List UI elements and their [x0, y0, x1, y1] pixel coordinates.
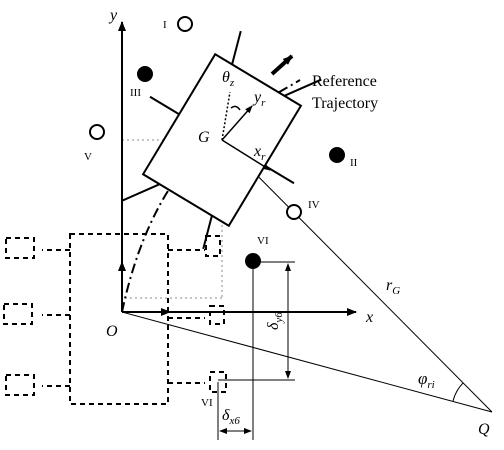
- reference-robot-body: [3, 233, 227, 405]
- reference-label-line2: Trajectory: [312, 95, 378, 112]
- delta-dimensions: [217, 261, 295, 440]
- point-q-label: Q: [478, 421, 490, 438]
- wheel-5: [89, 124, 105, 140]
- wheel-5-label: V: [84, 151, 92, 163]
- theta-label: θz: [222, 69, 235, 89]
- wheel-2-label: II: [350, 157, 358, 169]
- radius-lines: [121, 139, 493, 413]
- phi-label: φri: [418, 369, 435, 391]
- phi-angle-arc: [452, 382, 464, 402]
- xr-label: xr: [253, 143, 266, 163]
- wheel-3-label: III: [130, 87, 141, 99]
- wheel-4: [286, 204, 302, 220]
- origin-label: O: [106, 323, 118, 340]
- delta-y6-label: δy6: [265, 312, 285, 330]
- reference-label-line1: Reference: [312, 73, 377, 90]
- yr-arrow: [221, 105, 253, 141]
- coordinate-axes: [118, 21, 357, 316]
- wheel-6-ref-label: VI: [201, 397, 213, 409]
- center-g-label: G: [198, 129, 210, 146]
- wheel-3: [137, 66, 153, 82]
- wheel-2: [329, 147, 345, 163]
- yr-label: yr: [252, 89, 266, 109]
- wheel-1: [177, 16, 193, 32]
- wheel-1-label: I: [163, 19, 167, 31]
- local-frame: [221, 91, 271, 171]
- xr-arrow: [221, 139, 271, 171]
- x-axis-label: x: [365, 309, 373, 326]
- robot-wheels: [89, 16, 345, 269]
- y-axis-label: y: [108, 7, 118, 24]
- delta-x6-label: δx6: [222, 407, 240, 427]
- trajectory-direction-arrow: [270, 54, 294, 76]
- rg-label: rG: [386, 277, 400, 297]
- wheel-4-label: IV: [308, 199, 320, 211]
- wheel-6-label: VI: [257, 235, 269, 247]
